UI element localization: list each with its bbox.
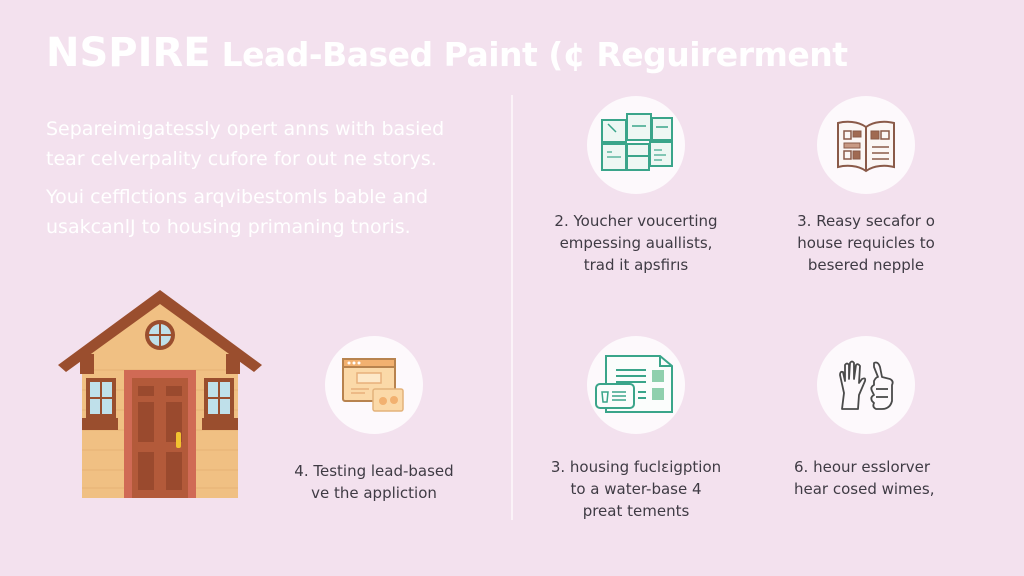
title-rest: Lead-Based Paint (¢ Reguirerment [210, 35, 848, 74]
report-card-icon [595, 355, 673, 413]
step-card-6: 6. heour esslorver hear cosed wimes, [756, 336, 976, 500]
step-card-3: 3. Reasy secafor o house requicles to be… [756, 96, 976, 276]
intro-text: Separeimigatessly opert anns with basied… [46, 114, 486, 250]
vertical-divider [511, 95, 513, 520]
step-caption: 3. Reasy secafor o house requicles to be… [797, 212, 935, 274]
intro-paragraph-1: Separeimigatessly opert anns with basied… [46, 118, 445, 170]
intro-paragraph-2: Youi cefflctions arqvibestomls bable and… [46, 186, 429, 238]
open-book-icon [837, 120, 895, 173]
icon-circle [325, 336, 423, 434]
browser-window-icon [342, 358, 404, 412]
icon-circle [817, 336, 915, 434]
document-grid-icon [601, 113, 673, 171]
step-caption: 6. heour esslorver hear cosed wimes, [794, 458, 935, 498]
step-card-5: 3. housing fuclɛigption to a water-base … [526, 336, 746, 522]
hands-thumbs-up-icon [839, 360, 894, 410]
step-card-2: 2. Youcher voucerting empessing auallist… [526, 96, 746, 276]
step-card-4: 4. Testing lead-based ve the appliction [264, 336, 484, 504]
title-strong: NSPIRE [46, 30, 211, 76]
house-illustration [58, 290, 262, 498]
icon-circle [587, 336, 685, 434]
icon-circle [587, 96, 685, 194]
step-caption: 2. Youcher voucerting empessing auallist… [554, 212, 718, 274]
step-caption: 4. Testing lead-based ve the appliction [294, 462, 454, 502]
step-caption: 3. housing fuclɛigption to a water-base … [550, 458, 722, 520]
icon-circle [817, 96, 915, 194]
page-title: NSPIRE Lead-Based Paint (¢ Reguirerment [46, 30, 848, 76]
